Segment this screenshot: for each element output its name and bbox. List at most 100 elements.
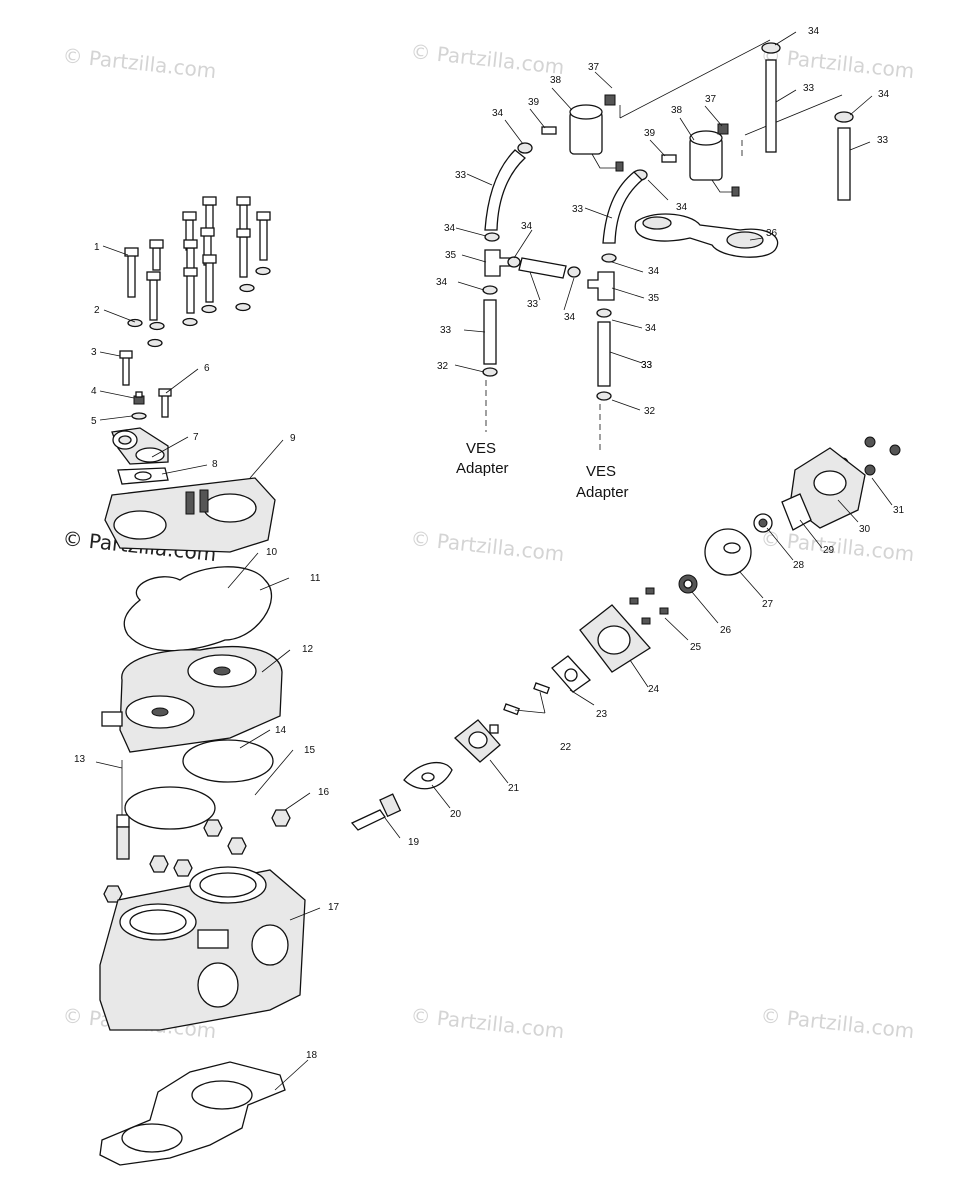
rave-valve-19 bbox=[350, 793, 402, 831]
callout-2: 2 bbox=[94, 305, 100, 316]
diaphragm-27 bbox=[704, 528, 752, 576]
callout-19: 19 bbox=[408, 837, 420, 848]
callout-7: 7 bbox=[193, 432, 199, 443]
bolt-6 bbox=[158, 388, 172, 418]
head-bolts bbox=[124, 196, 271, 348]
ves-adapter-label-line1: VES bbox=[466, 440, 496, 457]
callout-34: 34 bbox=[436, 277, 448, 288]
callout-12: 12 bbox=[302, 644, 314, 655]
temperature-sensor-13 bbox=[116, 760, 130, 860]
ves-adapter-label-line2: Adapter bbox=[576, 484, 629, 501]
spring-29 bbox=[781, 493, 812, 531]
callout-33: 33 bbox=[440, 325, 452, 336]
bolt-3 bbox=[119, 350, 133, 386]
ves-adapter-label-line2: Adapter bbox=[456, 460, 509, 477]
ves-adapter-label-line1: VES bbox=[586, 463, 616, 480]
screws-25 bbox=[629, 587, 669, 625]
callout-38: 38 bbox=[671, 105, 683, 116]
base-gasket-18 bbox=[99, 1061, 286, 1166]
callout-34: 34 bbox=[648, 266, 660, 277]
cylinder-head-12 bbox=[101, 646, 283, 753]
watermark: © Partzilla.com bbox=[409, 1003, 565, 1043]
callout-28: 28 bbox=[793, 560, 805, 571]
callout-29: 29 bbox=[823, 545, 835, 556]
cylinder-head-cover-9 bbox=[104, 477, 276, 553]
callout-4: 4 bbox=[91, 386, 97, 397]
rave-housing-24 bbox=[579, 604, 651, 673]
callout-18: 18 bbox=[306, 1050, 318, 1061]
callout-34: 34 bbox=[564, 312, 576, 323]
rave-valve-assembly bbox=[350, 436, 901, 831]
callout-10: 10 bbox=[266, 547, 278, 558]
callout-30: 30 bbox=[859, 524, 871, 535]
callout-15: 15 bbox=[304, 745, 316, 756]
callout-24: 24 bbox=[648, 684, 660, 695]
callout-9: 9 bbox=[290, 433, 296, 444]
fitting-39b bbox=[661, 154, 677, 163]
watermark: © Partzilla.com bbox=[409, 39, 565, 79]
callout-11: 11 bbox=[310, 573, 321, 584]
watermark: © Partzilla.com bbox=[759, 1003, 915, 1043]
callout-1: 1 bbox=[94, 242, 100, 253]
callout-26: 26 bbox=[720, 625, 732, 636]
cylinder-17 bbox=[99, 866, 306, 1031]
head-gasket-11 bbox=[123, 566, 272, 652]
callout-22: 22 bbox=[560, 742, 572, 753]
callout-33: 33 bbox=[803, 83, 815, 94]
callout-16: 16 bbox=[318, 787, 330, 798]
callout-34: 34 bbox=[521, 221, 533, 232]
callout-35: 35 bbox=[445, 250, 457, 261]
callout-33: 33 bbox=[641, 360, 653, 371]
callout-13: 13 bbox=[74, 754, 86, 765]
callout-33: 33 bbox=[877, 135, 889, 146]
callout-20: 20 bbox=[450, 809, 462, 820]
callout-34: 34 bbox=[808, 26, 820, 37]
washer-5 bbox=[131, 412, 147, 420]
bolts-22 bbox=[503, 682, 550, 716]
callout-17: 17 bbox=[328, 902, 340, 913]
callout-33: 33 bbox=[641, 360, 653, 371]
callout-3: 3 bbox=[91, 347, 97, 358]
callout-8: 8 bbox=[212, 459, 218, 470]
callout-27: 27 bbox=[762, 599, 774, 610]
callout-35: 35 bbox=[648, 293, 660, 304]
callout-23: 23 bbox=[596, 709, 608, 720]
solenoid-38a bbox=[569, 94, 624, 172]
callout-34: 34 bbox=[492, 108, 504, 119]
callout-32: 32 bbox=[437, 361, 449, 372]
callout-14: 14 bbox=[275, 725, 287, 736]
callout-34: 34 bbox=[645, 323, 657, 334]
leader-lines bbox=[95, 31, 893, 1091]
fitting-39a bbox=[541, 126, 557, 135]
gasket-20 bbox=[403, 761, 453, 790]
solenoid-38b bbox=[689, 123, 740, 197]
callout-numbers: 1 2 3 4 5 6 7 8 9 10 11 12 13 14 15 16 1… bbox=[74, 26, 905, 1061]
callout-37: 37 bbox=[705, 94, 717, 105]
callout-21: 21 bbox=[508, 783, 520, 794]
callout-5: 5 bbox=[91, 416, 97, 427]
callout-33: 33 bbox=[572, 204, 584, 215]
ves-hose-assembly bbox=[482, 39, 854, 452]
callout-6: 6 bbox=[204, 363, 210, 374]
callout-34: 34 bbox=[676, 202, 688, 213]
valve-body-21 bbox=[454, 719, 501, 763]
callout-31: 31 bbox=[893, 505, 905, 516]
callout-33: 33 bbox=[455, 170, 467, 181]
callout-34: 34 bbox=[444, 223, 456, 234]
callout-36: 36 bbox=[766, 228, 778, 239]
gasket-8 bbox=[117, 467, 169, 485]
water-outlet-7 bbox=[111, 427, 169, 465]
watermark: © Partzilla.com bbox=[759, 43, 915, 83]
gasket-23 bbox=[551, 655, 591, 693]
watermark: © Partzilla.com bbox=[61, 43, 217, 83]
retainer-28 bbox=[753, 513, 773, 533]
callout-39: 39 bbox=[644, 128, 656, 139]
callout-37: 37 bbox=[588, 62, 600, 73]
callout-39: 39 bbox=[528, 97, 540, 108]
o-ring-14 bbox=[182, 739, 274, 783]
washer-26 bbox=[678, 574, 698, 594]
nut-4 bbox=[133, 391, 145, 405]
watermark: © Partzilla.com bbox=[409, 526, 565, 566]
callout-38: 38 bbox=[550, 75, 562, 86]
